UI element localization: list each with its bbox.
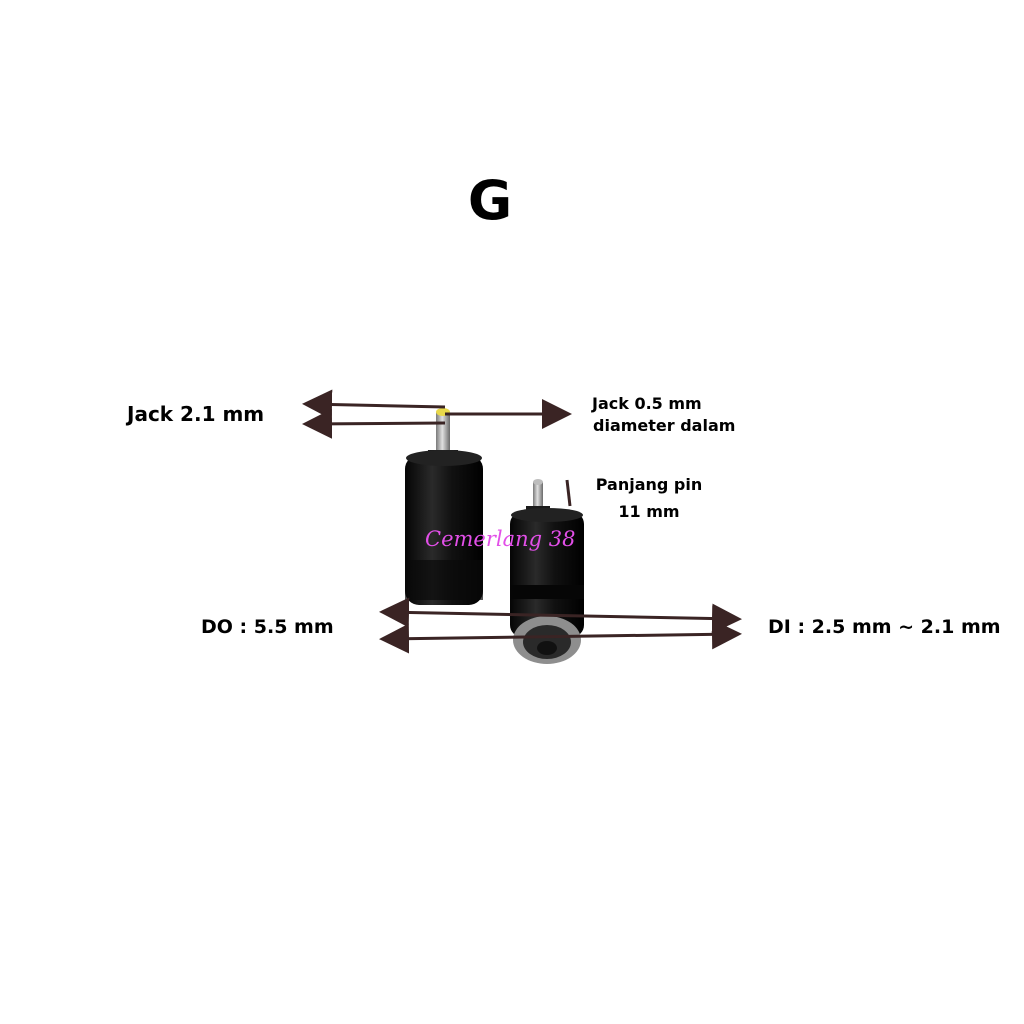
left-pin [436,412,450,456]
pin-length-label: Panjang pin 11 mm [590,471,708,525]
right-ring [510,585,584,599]
outer-diameter-label: DO : 5.5 mm [201,616,334,638]
inner-diameter-label: DI : 2.5 mm ~ 2.1 mm [768,616,1001,638]
jack-inner-label-line1: Jack 0.5 mm [592,394,702,413]
dimension-arrows [302,389,742,654]
arrow-jack-top [302,389,446,420]
arrow-do-bottom [379,619,742,654]
right-pin-tip [533,479,543,485]
right-body-top [511,508,583,522]
jack-inner-label-line2: diameter dalam [593,416,736,435]
right-pin [533,482,543,512]
left-grip-ridges [405,560,483,600]
arrow-jack-bottom [302,408,446,439]
right-socket-center [537,641,557,655]
left-connector [405,408,483,605]
pin-length-label-line2: 11 mm [618,502,680,521]
watermark: Cemerlang 38 [425,527,576,551]
pin-length-mark [565,479,572,507]
arrow-do-top [379,597,742,634]
jack-inner-label: Jack 0.5 mm diameter dalam [592,393,735,437]
pin-length-label-line1: Panjang pin [595,475,703,494]
left-body-top [406,450,482,466]
variant-letter: G [467,169,513,232]
jack-pin-label: Jack 2.1 mm [127,402,265,426]
